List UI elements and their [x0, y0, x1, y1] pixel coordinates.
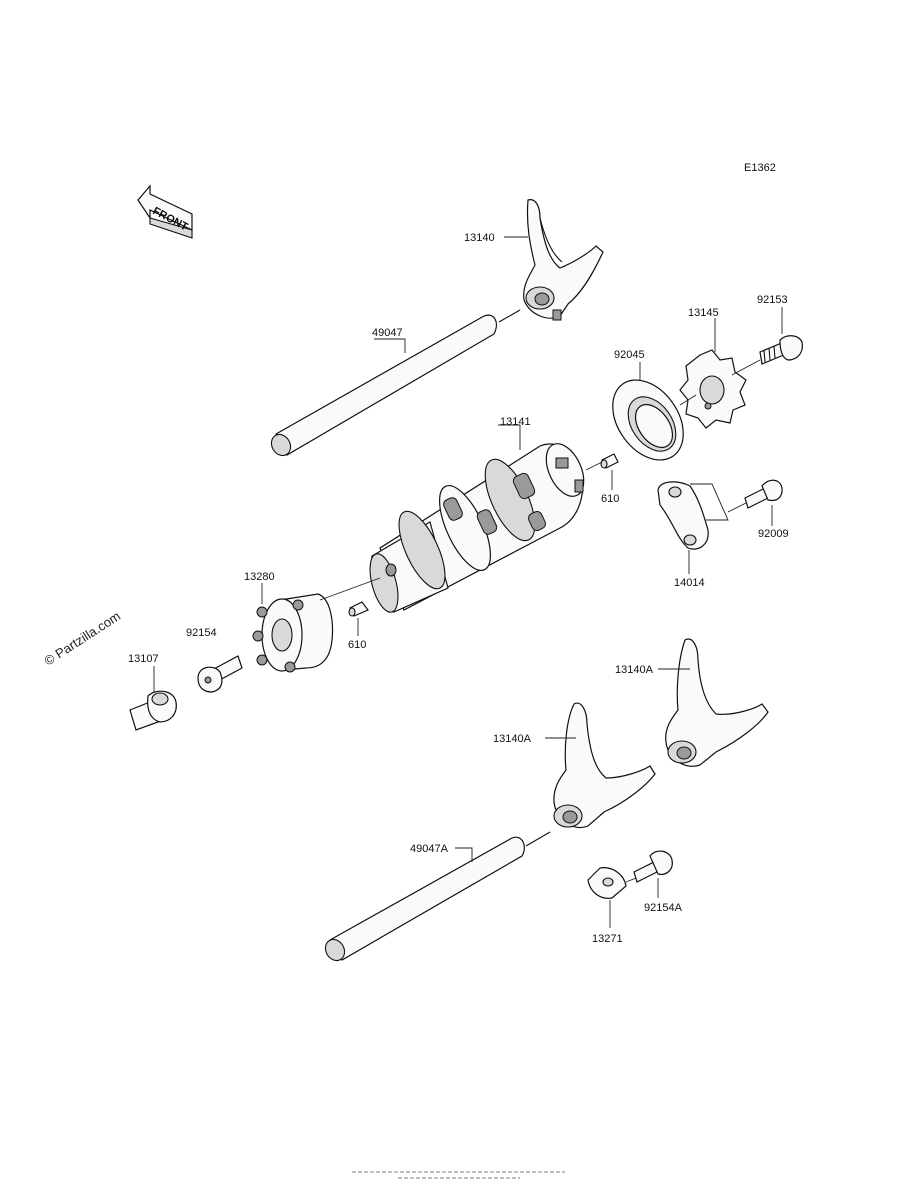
footer-fineprint	[352, 1171, 565, 1179]
label-13140A-left: 13140A	[493, 733, 532, 745]
bolt-92009	[744, 479, 783, 509]
bolt-92154A	[633, 850, 673, 883]
shift-rod-49047	[270, 309, 521, 457]
label-13140A-right: 13140A	[615, 664, 654, 676]
detent-plate-13145	[679, 349, 747, 429]
shift-fork-13140A-right	[665, 638, 769, 767]
label-610-upper: 610	[601, 493, 619, 505]
shift-fork-13140A-left	[553, 702, 656, 829]
switch-13107	[129, 690, 177, 731]
bolt-92154	[197, 655, 243, 693]
front-arrow-icon: FRONT	[137, 184, 193, 239]
cam-plate-13280	[252, 593, 334, 673]
watermark: © Partzilla.com	[41, 608, 123, 668]
shift-rod-49047A	[324, 831, 551, 962]
pin-610-upper	[600, 453, 619, 469]
stopper-plate-14014	[657, 481, 709, 550]
label-13280: 13280	[244, 571, 275, 583]
label-13145: 13145	[688, 307, 719, 319]
label-13140: 13140	[464, 232, 495, 244]
label-13107: 13107	[128, 653, 159, 665]
label-92045: 92045	[614, 349, 645, 361]
label-610-lower: 610	[348, 639, 366, 651]
label-92153: 92153	[757, 294, 788, 306]
label-14014: 14014	[674, 577, 705, 589]
bearing-92045	[612, 379, 684, 461]
pin-610-lower	[348, 601, 369, 617]
bolt-92153	[759, 335, 803, 365]
label-13141: 13141	[500, 416, 531, 428]
label-13271: 13271	[592, 933, 623, 945]
label-92154A: 92154A	[644, 902, 683, 914]
label-49047A: 49047A	[410, 843, 449, 855]
label-92009: 92009	[758, 528, 789, 540]
diagram-code: E1362	[744, 162, 776, 174]
shift-fork-13140	[523, 199, 604, 321]
shift-drum-13141	[369, 443, 585, 613]
label-49047: 49047	[372, 327, 403, 339]
plate-13271	[587, 867, 627, 899]
label-92154: 92154	[186, 627, 217, 639]
